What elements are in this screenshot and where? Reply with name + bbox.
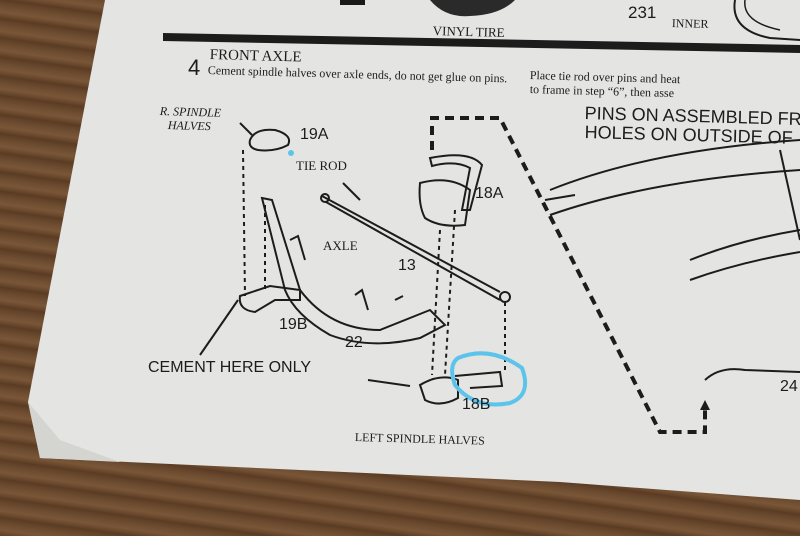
blue-dot <box>288 150 294 156</box>
section-divider <box>163 33 800 53</box>
part-13-tie-rod <box>321 195 501 301</box>
step-number: 4 <box>188 55 201 80</box>
part-18b-label: 18B <box>462 396 491 413</box>
part-231-label: 231 <box>628 3 657 22</box>
part-19b <box>238 284 301 314</box>
vinyl-tire-label: VINYL TIRE <box>432 23 505 41</box>
paper-shadow-fold <box>28 402 120 462</box>
part-19a-label: 19A <box>300 126 329 143</box>
cement-here-only-label: CEMENT HERE ONLY <box>148 359 311 376</box>
part-22-label: 22 <box>345 334 363 351</box>
dashed-guide-line <box>430 116 707 434</box>
part-13-label: 13 <box>398 257 416 274</box>
part-19a <box>248 128 291 152</box>
part-22-axle <box>260 196 447 345</box>
vinyl-tire-drawing <box>430 0 515 17</box>
part-18a <box>428 154 484 211</box>
inner-label: INNER <box>671 16 709 32</box>
r-spindle-label-2: HALVES <box>167 118 211 134</box>
axle-label: AXLE <box>323 238 358 253</box>
part-18a-label: 18A <box>475 185 504 202</box>
blue-highlight-circle <box>450 351 527 407</box>
part-18b <box>418 376 459 405</box>
paper-sheet <box>28 0 800 500</box>
tie-rod-label: TIE ROD <box>296 158 347 173</box>
part-19b-label: 19B <box>279 316 308 333</box>
part-24-label: 24 <box>780 378 798 395</box>
inner-tire-drawing <box>733 0 800 41</box>
